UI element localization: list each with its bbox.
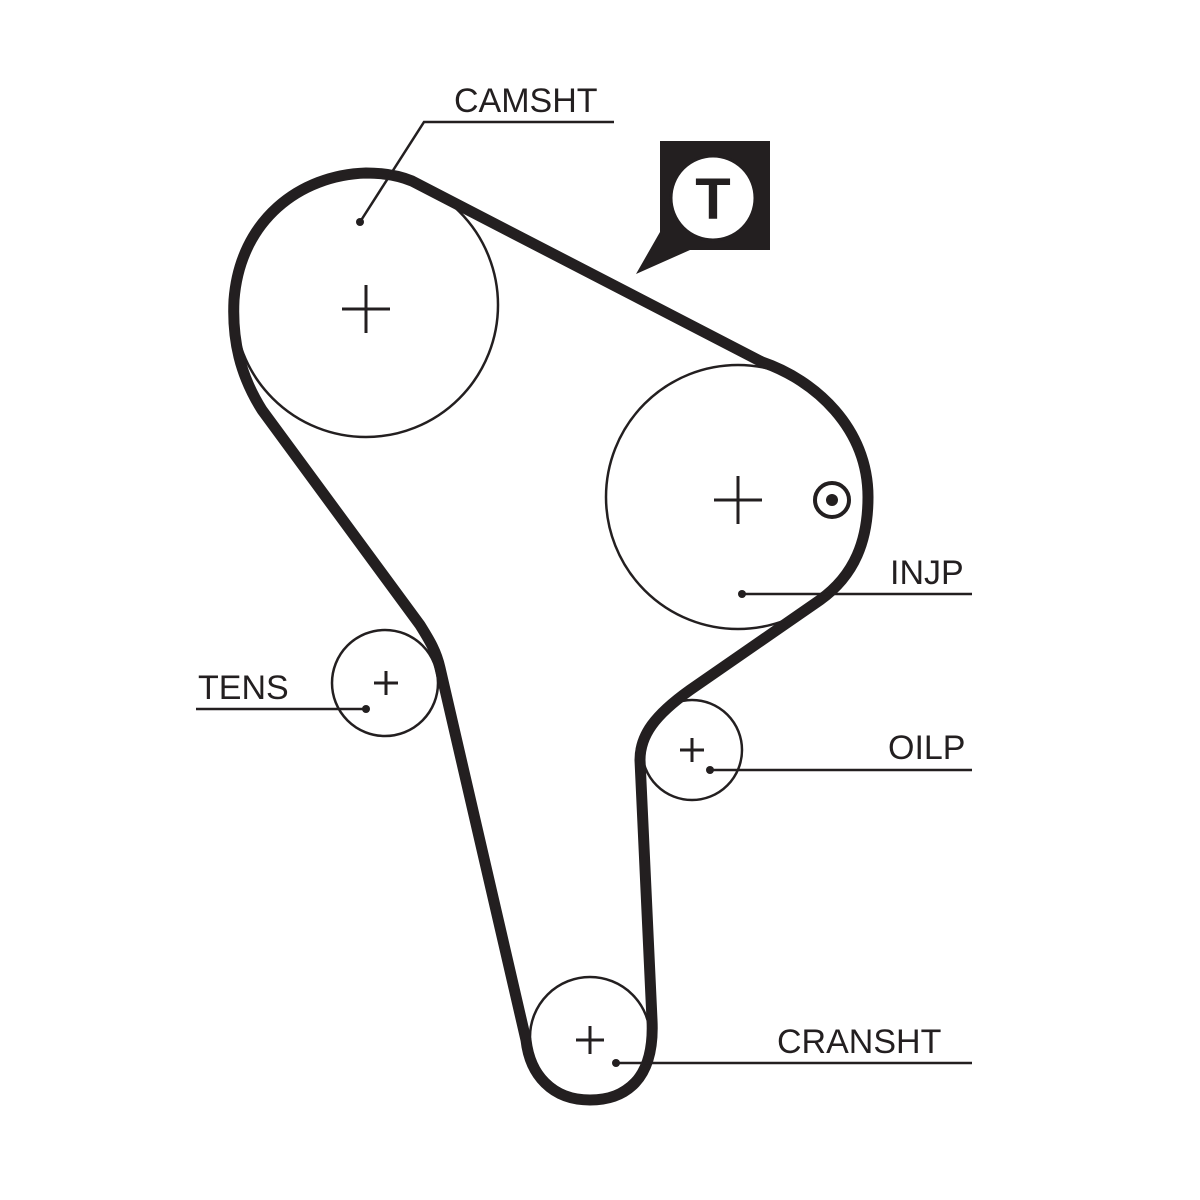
tensioner-label: TENS [198,669,289,707]
camshaft-leader [356,120,614,226]
injection-pump-pulley [604,363,872,631]
oil-pump-center-cross [680,738,704,762]
camshaft-label: CAMSHT [454,82,598,120]
crankshaft-leader [612,1059,972,1067]
crankshaft-label: CRANSHT [777,1023,941,1061]
badge-circle [669,154,757,242]
oil-pump-label: OILP [888,729,965,767]
injection-pump-center-cross [714,476,762,524]
oil-pump-leader [706,766,972,774]
tension-point-badge: T [636,141,770,274]
timing-mark-icon [813,481,851,519]
injection-pump-leader [738,590,972,598]
camshaft-center-cross [342,285,390,333]
crankshaft-center-cross [576,1026,604,1054]
badge-letter: T [695,167,730,232]
tensioner-pulley [330,628,440,738]
tensioner-center-cross [374,671,398,695]
tensioner-leader [196,705,370,713]
timing-belt [228,167,874,1106]
injection-pump-label: INJP [890,554,964,592]
